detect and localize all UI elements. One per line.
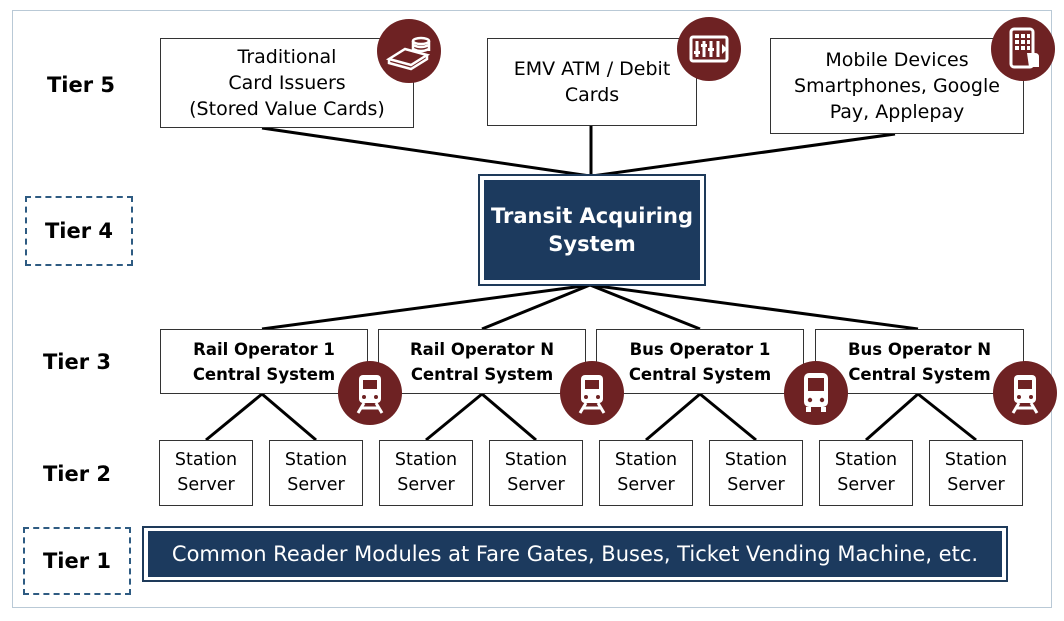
issuer-label: EMV ATM / Debit Cards — [513, 58, 671, 106]
common-reader-modules-bar: Common Reader Modules at Fare Gates, Bus… — [148, 531, 1002, 577]
station-server-label: Station Server — [724, 450, 788, 495]
station-server-box: Station Server — [929, 440, 1023, 506]
station-server-label: Station Server — [284, 450, 348, 495]
mobile-devices-box: Mobile Devices Smartphones, Google Pay, … — [770, 38, 1024, 134]
station-server-label: Station Server — [614, 450, 678, 495]
connector-line — [699, 392, 757, 442]
bus-operator-n-box: Bus Operator N Central System — [815, 329, 1024, 394]
station-server-label: Station Server — [944, 450, 1008, 495]
rail-operator-1-box: Rail Operator 1 Central System — [160, 329, 368, 394]
rail-operator-n-box: Rail Operator N Central System — [378, 329, 586, 394]
tier-1-label: Tier 1 — [23, 527, 131, 595]
station-server-box: Station Server — [489, 440, 583, 506]
connector-line — [481, 283, 591, 331]
connector-line — [205, 392, 263, 442]
bus-operator-1-box: Bus Operator 1 Central System — [596, 329, 804, 394]
reader-modules-label: Common Reader Modules at Fare Gates, Bus… — [171, 542, 979, 566]
station-server-label: Station Server — [504, 450, 568, 495]
transit-acquiring-system-box: Transit Acquiring System — [484, 180, 700, 280]
operator-label: Bus Operator 1 Central System — [628, 339, 772, 384]
station-server-box: Station Server — [709, 440, 803, 506]
connector-line — [589, 283, 701, 331]
issuer-label: Mobile Devices Smartphones, Google Pay, … — [794, 49, 1000, 123]
connector-line — [917, 392, 977, 442]
traditional-card-issuers-box: Traditional Card Issuers (Stored Value C… — [160, 38, 414, 128]
atm-keypad-icon — [677, 17, 741, 81]
connector-line — [865, 392, 919, 442]
tier-5-label: Tier 5 — [46, 73, 116, 97]
connector-line — [589, 283, 919, 331]
connector-line — [591, 132, 896, 178]
train-icon — [993, 361, 1057, 425]
station-server-box: Station Server — [599, 440, 693, 506]
tier-2-label: Tier 2 — [42, 462, 112, 486]
connector-line — [261, 283, 591, 331]
operator-label: Bus Operator N Central System — [847, 339, 992, 384]
connector-line — [645, 392, 701, 442]
emv-atm-debit-box: EMV ATM / Debit Cards — [487, 38, 697, 126]
station-server-label: Station Server — [394, 450, 458, 495]
connector-line — [261, 392, 317, 442]
station-server-box: Station Server — [819, 440, 913, 506]
connector-line — [425, 392, 483, 442]
connector-line — [261, 126, 591, 178]
station-server-label: Station Server — [834, 450, 898, 495]
connector-line — [481, 392, 537, 442]
tier-4-label: Tier 4 — [25, 196, 133, 266]
train-icon — [338, 361, 402, 425]
bus-icon — [784, 361, 848, 425]
station-server-box: Station Server — [379, 440, 473, 506]
station-server-box: Station Server — [269, 440, 363, 506]
acquiring-system-label: Transit Acquiring System — [491, 204, 693, 256]
coin-stack-icon — [377, 19, 441, 83]
station-server-label: Station Server — [174, 450, 238, 495]
operator-label: Rail Operator N Central System — [409, 339, 555, 384]
operator-label: Rail Operator 1 Central System — [192, 339, 336, 384]
phone-tap-icon — [991, 17, 1055, 81]
station-server-box: Station Server — [159, 440, 253, 506]
tier-3-label: Tier 3 — [42, 350, 112, 374]
diagram-frame — [12, 10, 1052, 608]
issuer-label: Traditional Card Issuers (Stored Value C… — [189, 46, 385, 120]
train-icon — [560, 361, 624, 425]
